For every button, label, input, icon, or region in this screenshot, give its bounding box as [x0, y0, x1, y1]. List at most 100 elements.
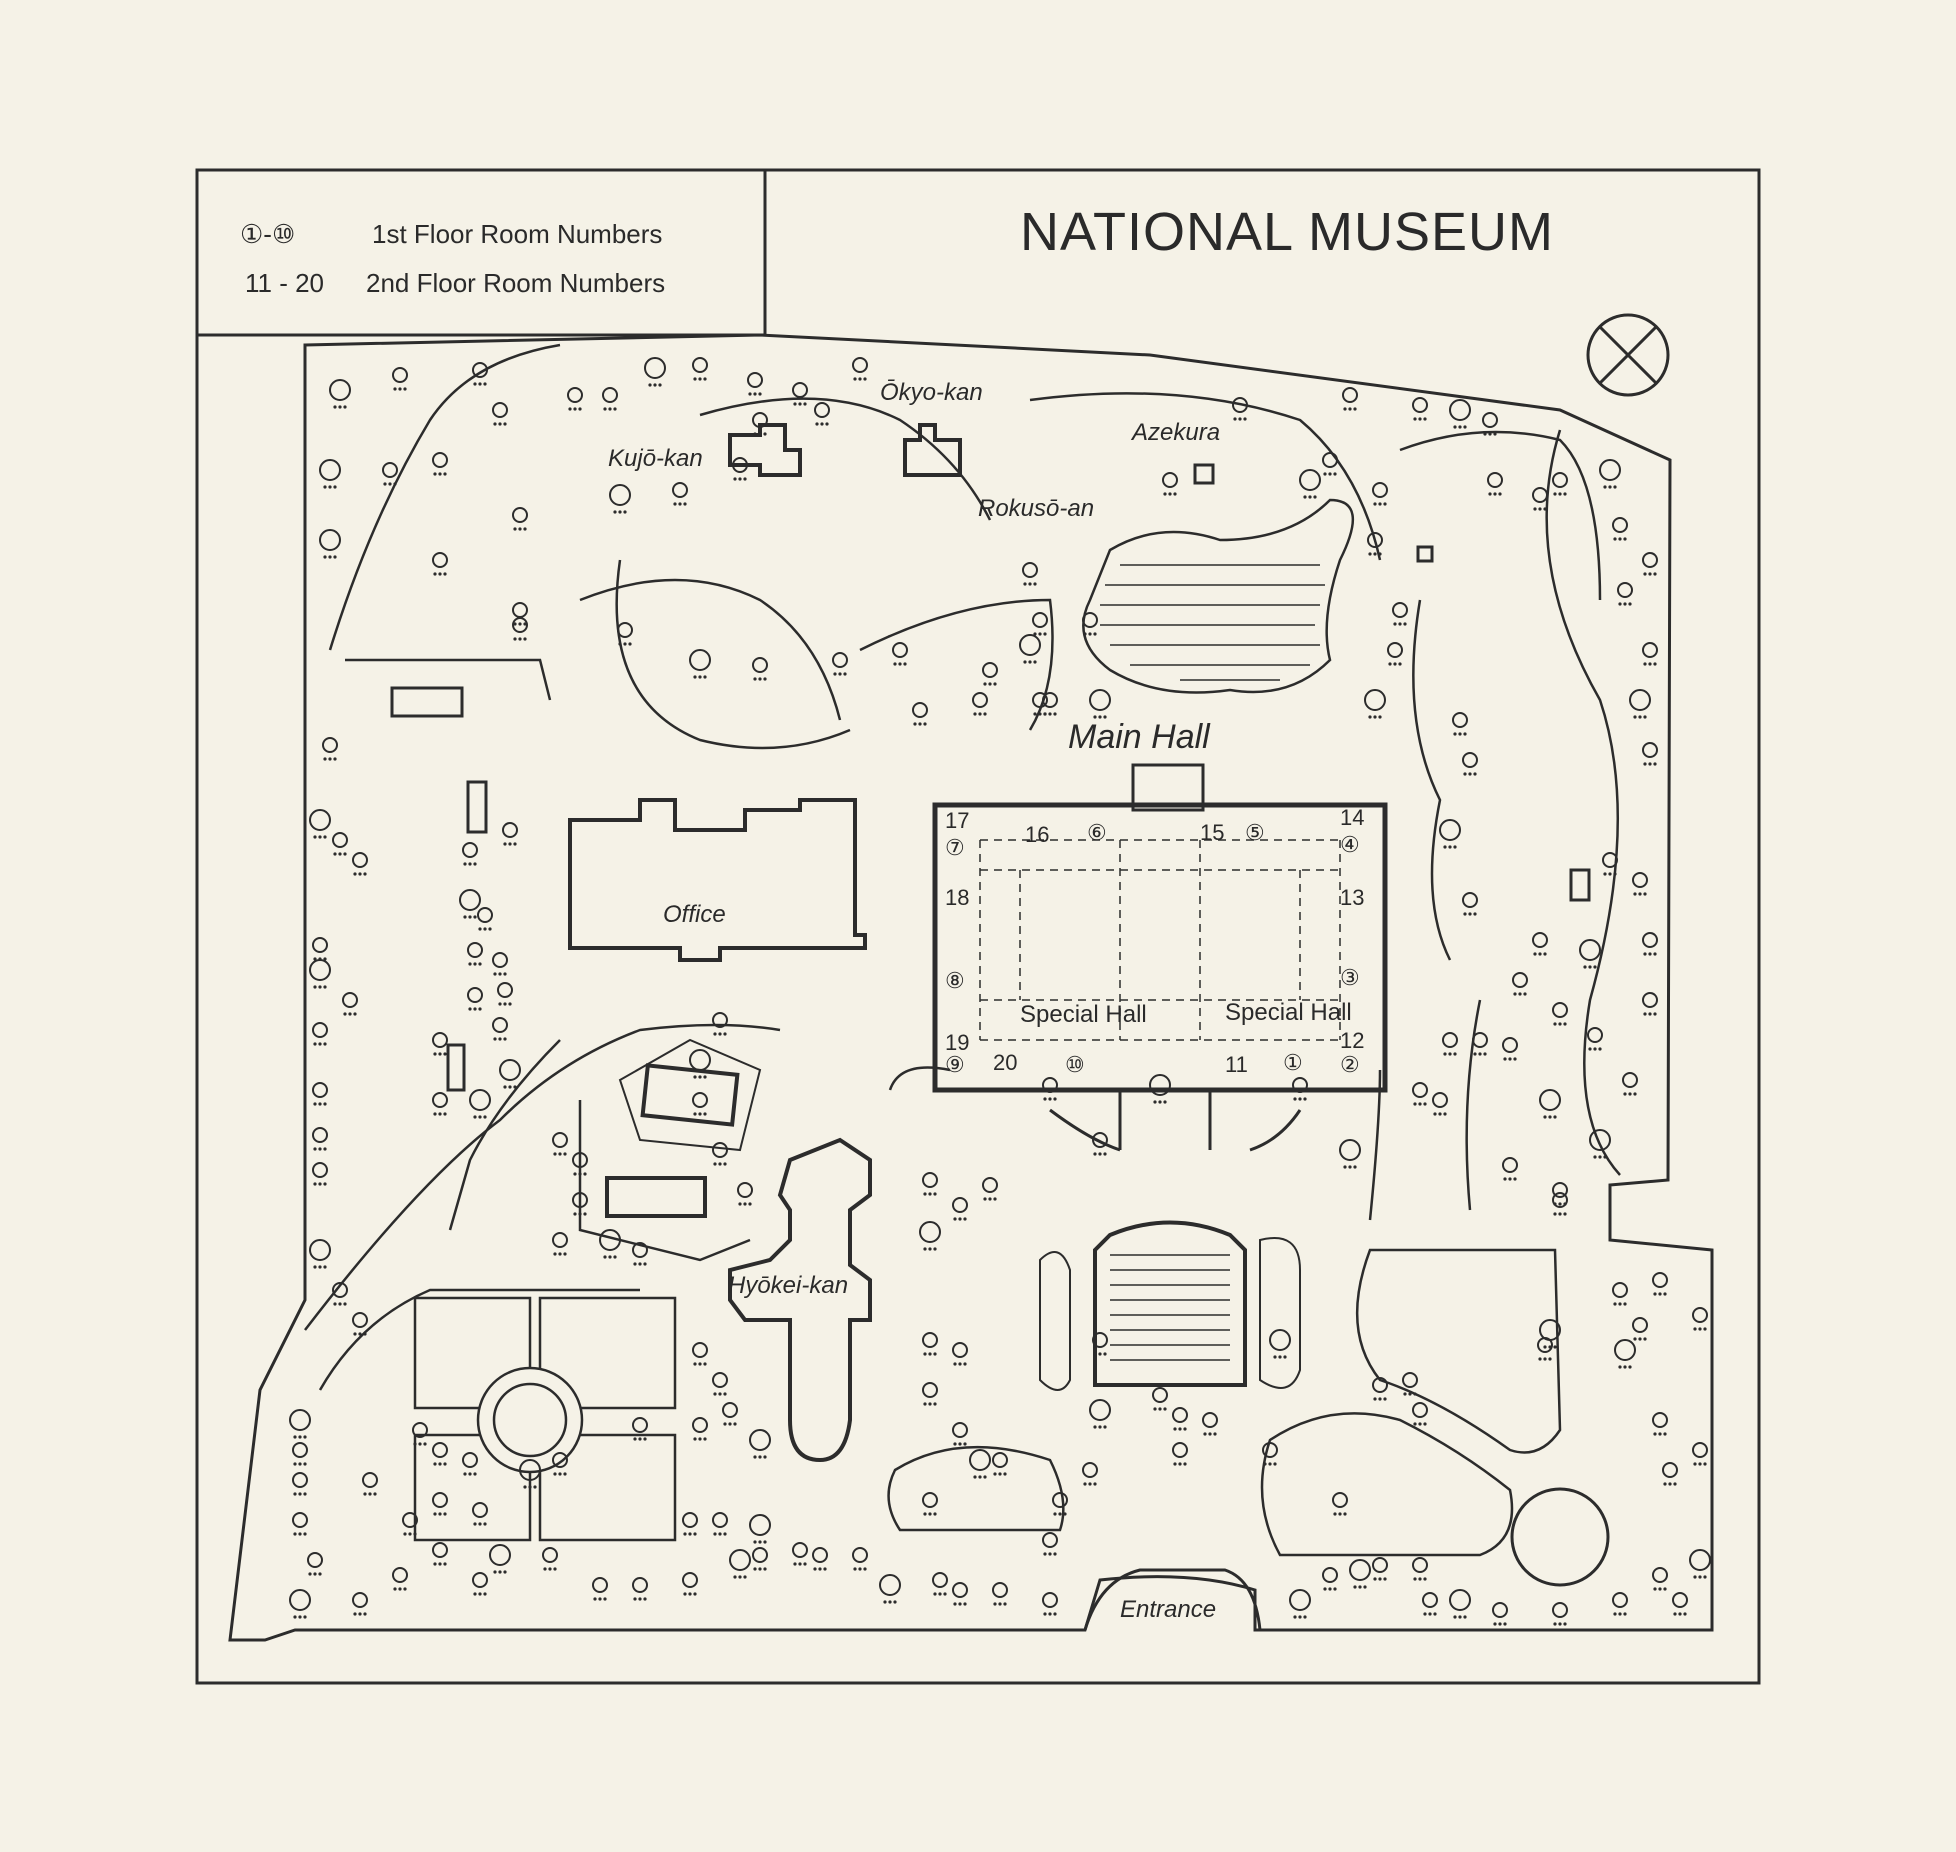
room-16: 16: [1025, 822, 1049, 847]
room-7: ⑦: [945, 835, 965, 860]
small-house-east: [1416, 545, 1434, 563]
tree-icon: [922, 1172, 938, 1196]
tree-icon: [692, 1417, 708, 1441]
annex-building-d: [466, 780, 488, 834]
tree-icon: [1052, 1492, 1068, 1516]
tree-icon: [1632, 1317, 1648, 1341]
tree-icon: [1652, 1272, 1668, 1296]
tree-icon: [879, 1574, 901, 1604]
small-house-west: [390, 686, 464, 718]
tree-icon: [1552, 1002, 1568, 1026]
room-17: 17: [945, 808, 969, 833]
tree-icon: [1422, 1592, 1438, 1616]
tree-icon: [1402, 1372, 1418, 1396]
room-4: ④: [1340, 832, 1360, 857]
tree-icon: [1032, 692, 1048, 716]
tree-icon: [472, 1502, 488, 1526]
tree-icon: [752, 657, 768, 681]
tree-icon: [1617, 582, 1633, 606]
tree-icon: [1392, 602, 1408, 626]
tree-icon: [402, 1512, 418, 1536]
tree-icon: [952, 1582, 968, 1606]
tree-icon: [462, 842, 478, 866]
okyo-kan-label: Ōkyo-kan: [880, 379, 983, 406]
tree-icon: [1442, 1032, 1458, 1056]
tree-icon: [1332, 1492, 1348, 1516]
tree-icon: [1532, 487, 1548, 511]
tree-icon: [1172, 1442, 1188, 1466]
tree-icon: [432, 552, 448, 576]
tree-icon: [542, 1547, 558, 1571]
tree-icon: [1482, 412, 1498, 436]
tree-icon: [712, 1142, 728, 1166]
room-14: 14: [1340, 805, 1364, 830]
tree-icon: [1082, 612, 1098, 636]
tree-icon: [512, 507, 528, 531]
tree-icon: [972, 692, 988, 716]
tree-icon: [1092, 1132, 1108, 1156]
annex-building-e: [1569, 868, 1591, 902]
tree-icon: [1452, 712, 1468, 736]
special-hall-east: Special Hall: [1225, 999, 1352, 1026]
room-11: 11: [1225, 1052, 1248, 1077]
tree-icon: [289, 1409, 311, 1439]
tree-icon: [1632, 872, 1648, 896]
tree-icon: [952, 1342, 968, 1366]
tree-icon: [1552, 1192, 1568, 1216]
forecourt-pool: [1039, 1220, 1301, 1391]
tree-icon: [329, 379, 351, 409]
tree-icon: [1602, 852, 1618, 876]
tree-icon: [792, 1542, 808, 1566]
tree-icon: [352, 852, 368, 876]
tree-icon: [1412, 397, 1428, 421]
tree-icon: [432, 1542, 448, 1566]
tree-icon: [592, 1577, 608, 1601]
tree-icon: [312, 1127, 328, 1151]
tree-icon: [1349, 1559, 1371, 1589]
tree-icon: [644, 357, 666, 387]
tree-icon: [1502, 1157, 1518, 1181]
tree-icon: [599, 1229, 621, 1259]
tree-icon: [1502, 1037, 1518, 1061]
legend-symbol-second: 11 - 20: [245, 268, 324, 298]
tree-icon: [952, 1197, 968, 1221]
legend-symbol-first: ①-⑩: [240, 219, 295, 249]
tree-icon: [1449, 399, 1471, 429]
special-hall-west: Special Hall: [1020, 1001, 1147, 1028]
tree-icon: [922, 1332, 938, 1356]
tree-icon: [322, 737, 338, 761]
tree-icon: [1579, 939, 1601, 969]
tree-icon: [692, 357, 708, 381]
tree-icon: [1462, 892, 1478, 916]
tree-icon: [432, 452, 448, 476]
tree-icon: [572, 1192, 588, 1216]
tree-icon: [749, 1514, 771, 1544]
tree-icon: [432, 1092, 448, 1116]
tree-icon: [1642, 932, 1658, 956]
tree-icon: [1289, 1589, 1311, 1619]
tree-icon: [617, 622, 633, 646]
tree-icon: [1092, 1332, 1108, 1356]
map-frame: [195, 168, 1761, 1685]
azekura-label: Azekura: [1130, 419, 1220, 446]
tree-icon: [1539, 1089, 1561, 1119]
tree-icon: [552, 1132, 568, 1156]
tree-icon: [737, 1182, 753, 1206]
tree-icon: [489, 1544, 511, 1574]
tree-icon: [814, 402, 830, 426]
tree-icon: [319, 459, 341, 489]
tree-icon: [1042, 1077, 1058, 1101]
okyo-kan-building: [903, 423, 962, 477]
tree-icon: [552, 1452, 568, 1476]
tree-icon: [1019, 634, 1041, 664]
entrance-gate: [1083, 1568, 1262, 1631]
tree-icon: [732, 457, 748, 481]
tree-icon: [792, 382, 808, 406]
tree-icon: [812, 1547, 828, 1571]
tree-icon: [1232, 397, 1248, 421]
tree-icon: [432, 1032, 448, 1056]
tree-icon: [982, 1177, 998, 1201]
room-8: ⑧: [945, 968, 965, 993]
room-1: ①: [1283, 1050, 1303, 1075]
tree-icon: [1367, 532, 1383, 556]
